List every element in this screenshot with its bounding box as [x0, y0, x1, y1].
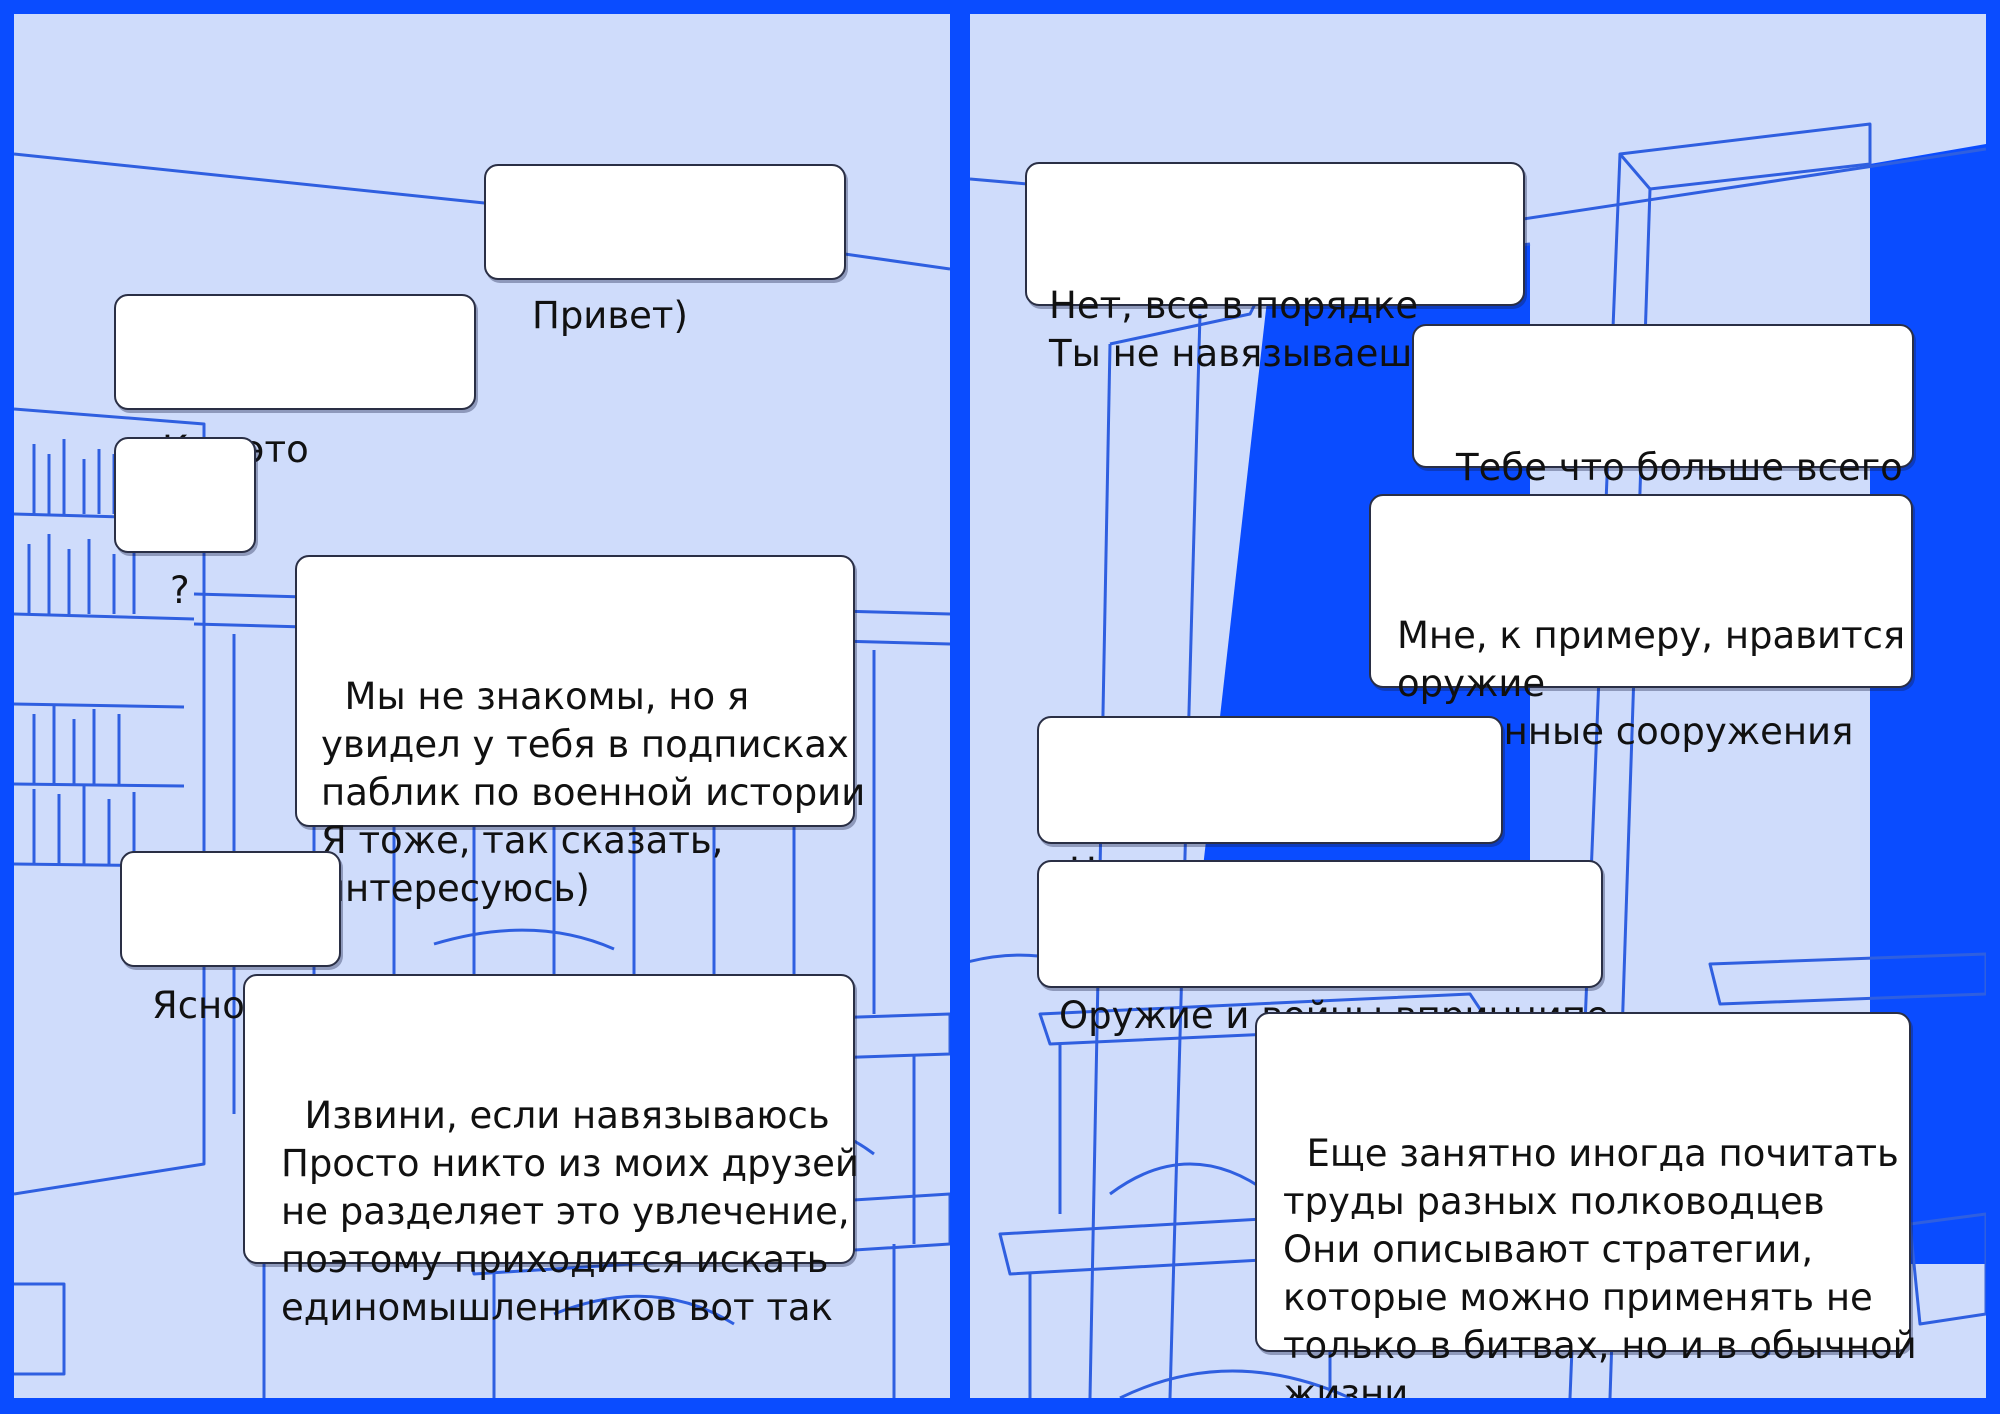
message-bubble-question: ? [114, 437, 256, 612]
message-bubble-weapons-example: Мне, к примеру, нравится оружие И военны… [1369, 494, 1913, 753]
message-text: Извини, если навязываюсь Просто никто из… [281, 1094, 859, 1329]
message-bubble-me-too: Ну мне тоже наверно [1037, 716, 1503, 893]
message-bubble-yasno: Ясно [120, 851, 341, 1027]
left-comic-panel: Привет) Кто это ? Мы не знакомы, но я ув… [14, 14, 950, 1398]
message-bubble-privet: Привет) [484, 164, 846, 337]
message-text: Мы не знакомы, но я увидел у тебя в подп… [321, 675, 866, 910]
message-text: Ясно [152, 984, 245, 1027]
message-bubble-what-interests: Тебе что больше всего интересно изучать? [1412, 324, 1914, 537]
message-text: Мне, к примеру, нравится оружие И военны… [1397, 614, 1906, 753]
message-bubble-apology: Извини, если навязываюсь Просто никто из… [243, 974, 859, 1329]
right-comic-panel: Нет, все в порядке Ты не навязываешься Т… [970, 14, 1986, 1398]
message-bubble-kto-eto: Кто это [114, 294, 476, 471]
message-bubble-no-problem: Нет, все в порядке Ты не навязываешься [1025, 162, 1525, 375]
message-bubble-introduction: Мы не знакомы, но я увидел у тебя в подп… [295, 555, 865, 910]
message-bubble-commanders: Еще занятно иногда почитать труды разных… [1255, 1012, 1917, 1398]
message-bubble-weapons-wars: Оружие и войны впринципе [1037, 860, 1609, 1037]
message-text: ? [170, 569, 190, 612]
message-text: Еще занятно иногда почитать труды разных… [1283, 1132, 1917, 1398]
message-text: Привет) [532, 294, 688, 337]
